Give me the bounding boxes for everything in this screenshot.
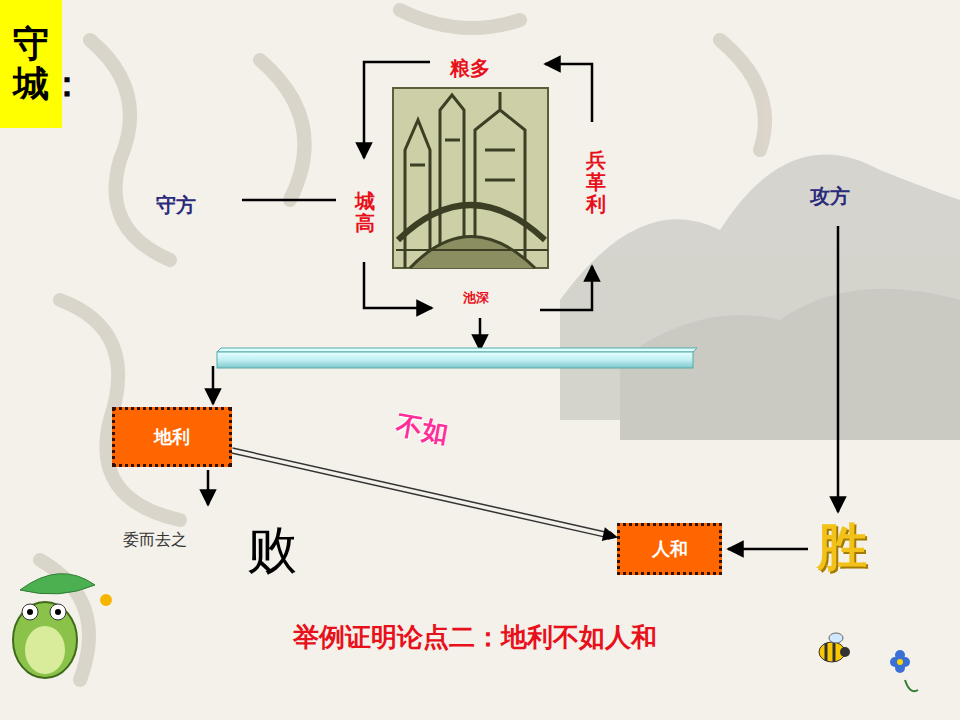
- node-text: 守城：: [13, 24, 49, 103]
- node-text: 地利: [154, 425, 190, 449]
- side-label: 守方: [156, 192, 196, 219]
- result-note: 委而去之: [123, 530, 187, 551]
- item-label: 粮多: [450, 55, 490, 82]
- item-label: 城高: [355, 190, 375, 234]
- side-label: 攻方: [810, 183, 850, 210]
- item-label: 池深: [463, 289, 489, 307]
- edge-label: 不如: [393, 408, 450, 451]
- flower-decoration: [890, 650, 918, 691]
- bee-decoration: [819, 633, 850, 662]
- cyan-bar: [217, 348, 697, 368]
- node-text: 人和: [652, 537, 688, 561]
- caption: 举例证明论点二：地利不如人和: [293, 620, 657, 655]
- castle-illustration: [393, 88, 548, 268]
- mountain-wash: [560, 154, 960, 440]
- calligraphy-watermark: [40, 10, 765, 680]
- result-word: 败: [247, 517, 297, 584]
- item-label: 兵革利: [586, 149, 606, 215]
- concept-box: 人和: [617, 523, 722, 575]
- flow-arrows: [208, 62, 838, 549]
- concept-box: 地利: [112, 407, 232, 467]
- result-word: 胜: [817, 514, 867, 581]
- frog-decoration: [13, 574, 112, 678]
- title-tab: 守城：: [0, 0, 62, 128]
